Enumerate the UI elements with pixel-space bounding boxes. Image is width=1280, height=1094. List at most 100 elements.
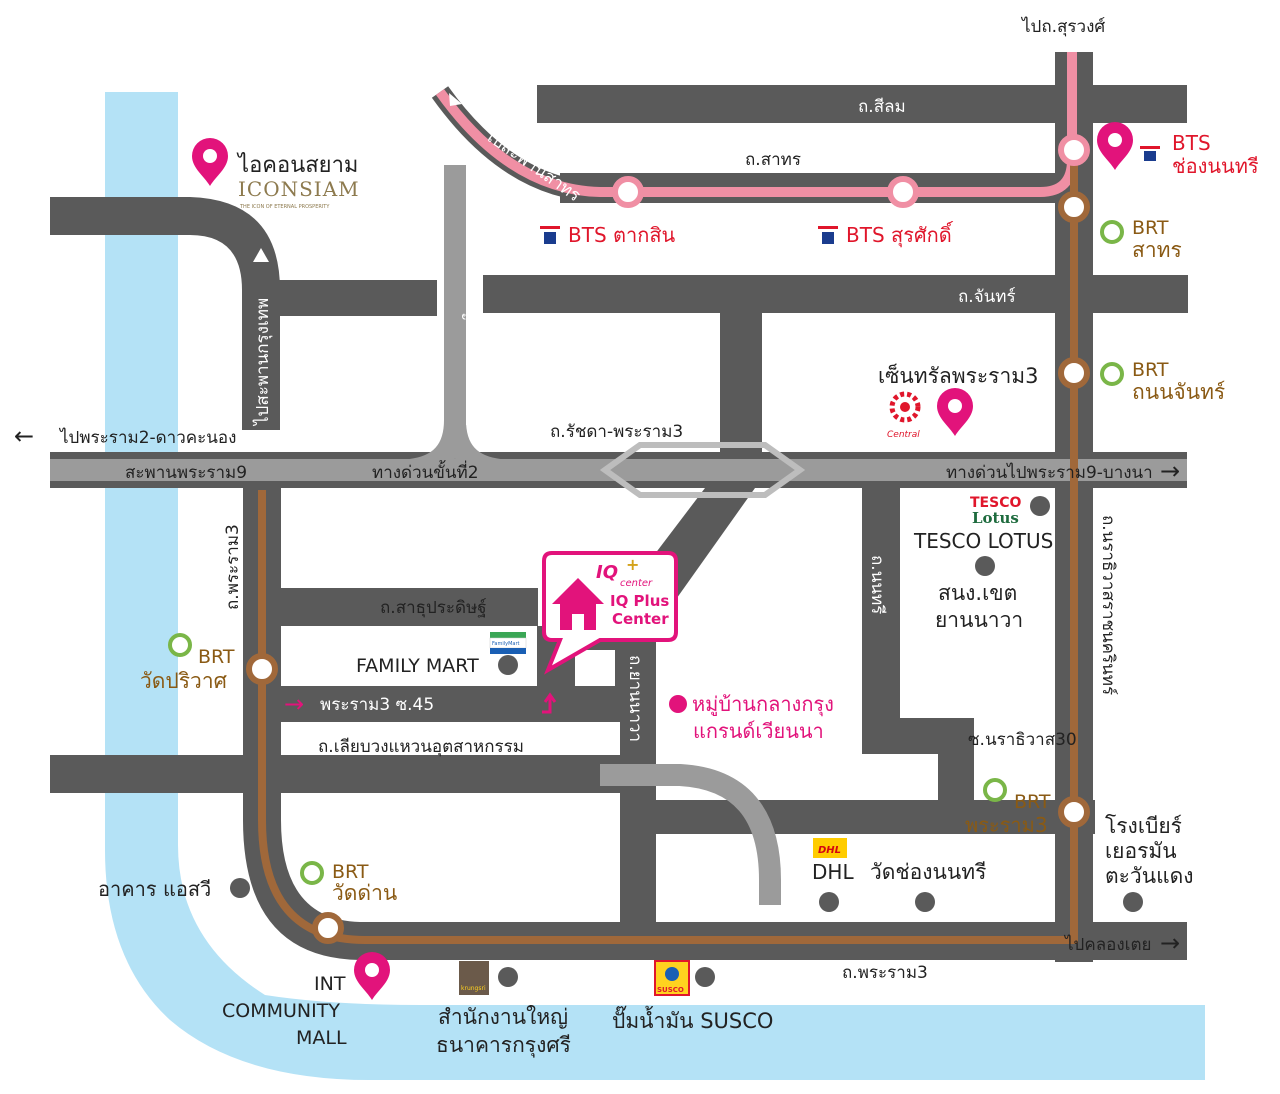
place-dot [230, 878, 250, 898]
brt-logo-icon [983, 778, 1007, 802]
place-dot [1123, 892, 1143, 912]
bts-taksin-label: BTS ตากสิน [568, 223, 676, 247]
family-mart-name: FAMILY MART [356, 655, 479, 677]
iq-logo-sub: center [620, 578, 653, 589]
brt-thanon-chan-line1: BRT [1132, 359, 1169, 381]
pin-icon [1097, 122, 1133, 170]
station-brt-thanon-chan [1058, 357, 1090, 389]
brt-sathorn-line1: BRT [1132, 217, 1169, 239]
label-rama9-bridge: สะพานพระราม9 [125, 463, 247, 483]
tesco-logo-line1: TESCO [970, 495, 1021, 511]
turn-arrow-icon [542, 692, 557, 714]
arrow-left-icon: ← [14, 422, 34, 450]
iq-plus-center: IQ + center IQ Plus Center [542, 551, 678, 675]
dhl-logo-text: DHL [818, 845, 841, 856]
arrow-right-icon: → [1160, 929, 1180, 957]
road-nara30 [620, 800, 1095, 834]
label-sathupradit: ถ.สาธุประดิษฐ์ [380, 598, 487, 618]
place-village: หมู่บ้านกลางกรุง แกรนด์เวียนนา [669, 692, 834, 743]
road-krungthep [50, 197, 280, 430]
brt-logo-icon [168, 633, 192, 657]
label-rama3-v: ถ.พระราม3 [223, 524, 243, 610]
village-line1: หมู่บ้านกลางกรุง [692, 692, 834, 717]
wat-chong-nonsi-name: วัดช่องนนทรี [870, 860, 986, 884]
brt-sathorn: BRT สาทร [1100, 217, 1182, 262]
bts-taksin: BTS ตากสิน [540, 223, 676, 247]
bts-direction-arrow [449, 93, 462, 106]
label-liap-wongwaen: ถ.เลียบวงแหวนอุตสาหกรรม [318, 737, 524, 757]
bts-logo-icon [540, 226, 560, 244]
bts-surasak-label: BTS สุรศักดิ์ [846, 220, 954, 248]
district-office-line1: สนง.เขต [938, 581, 1017, 605]
brewery-line2: เยอรมัน [1105, 839, 1177, 863]
int-mall-line2: COMMUNITY [222, 1000, 340, 1022]
susco-logo-text: SUSCO [657, 986, 684, 994]
river [105, 92, 1205, 1080]
place-dot [669, 695, 687, 713]
road-ratchada [720, 300, 762, 460]
iq-name-line1: IQ Plus [610, 592, 669, 610]
brewery-line1: โรงเบียร์ [1105, 814, 1182, 838]
place-dhl: DHL DHL วัดช่องนนทรี [812, 838, 986, 912]
susco-name: ปั๊มน้ำมัน SUSCO [612, 1005, 773, 1033]
label-ratchada-rama3: ถ.รัชดา-พระราม3 [550, 422, 683, 442]
central-logo-text: Central [887, 430, 920, 440]
arrow-krungthep [253, 248, 269, 262]
bts-chong-nonsi: BTS ช่องนนทรี [1140, 131, 1259, 178]
station-brt-sathorn [1058, 191, 1090, 223]
label-to-taksin-bridge: ไปสะพานสาทร [479, 124, 584, 206]
station-brt-wat-dan [312, 912, 344, 944]
label-to-rama2: ไปพระราม2-ดาวคะนอง [58, 427, 236, 448]
label-silom: ถ.สีลม [858, 97, 906, 117]
family-mart-logo-icon [489, 632, 527, 654]
brt-wat-pariwat: BRT วัดปริวาศ [140, 633, 235, 693]
road-chan-left [242, 280, 437, 316]
station-brt-rama3 [1058, 796, 1090, 828]
place-dot [498, 967, 518, 987]
iq-name-line2: Center [612, 610, 669, 628]
brt-wat-pariwat-line2: วัดปริวาศ [140, 669, 228, 693]
brt-rama3-line1: BRT [1014, 791, 1051, 813]
district-office-line2: ยานนาวา [935, 608, 1023, 632]
sv-building-name: อาคาร แอสวี [98, 877, 211, 901]
place-tesco: TESCO Lotus TESCO LOTUS สนง.เขต ยานนาวา [913, 495, 1053, 632]
brt-sathorn-line2: สาทร [1132, 238, 1182, 262]
place-dot [975, 556, 995, 576]
pin-icon [192, 138, 228, 186]
brt-wat-dan: BRT วัดด่าน [300, 861, 397, 905]
dhl-name: DHL [812, 860, 854, 884]
brt-wat-dan-line1: BRT [332, 861, 369, 883]
label-to-surawong: ไปถ.สุรวงศ์ [1020, 16, 1105, 37]
label-nonsi: ถ.นนทรี [867, 555, 887, 614]
int-mall-line1: INT [314, 973, 346, 995]
place-brewery: โรงเบียร์ เยอรมัน ตะวันแดง [1105, 814, 1194, 912]
label-expressway-rama9: ทางด่วนไปพระราม9-บางนา [946, 462, 1153, 483]
place-central: เซ็นทรัลพระราม3 Central [878, 362, 1038, 440]
place-sv-building: อาคาร แอสวี [98, 877, 250, 901]
place-dot [695, 967, 715, 987]
expressways [50, 165, 1187, 905]
tesco-logo-line2: Lotus [972, 509, 1019, 527]
brt-wat-pariwat-line1: BRT [198, 646, 235, 668]
tesco-name: TESCO LOTUS [913, 529, 1053, 553]
bts-logo-icon [818, 226, 838, 244]
road-arrows [253, 248, 269, 262]
road-sathupradit [243, 588, 538, 626]
brt-wat-dan-line2: วัดด่าน [332, 881, 397, 905]
iconsiam-logo: ICONSIAM [238, 177, 360, 201]
central-logo-icon [889, 391, 921, 423]
krungsri-line2: ธนาคารกรุงศรี [436, 1033, 571, 1058]
iconsiam-name: ไอคอนสยาม [236, 152, 358, 178]
label-to-chaloem: ไปเจริญวัฒนะ [461, 260, 482, 366]
station-bts-taksin [612, 176, 644, 208]
label-to-khlong-toei: ไปคลองเตย [1063, 934, 1151, 955]
village-line2: แกรนด์เวียนนา [693, 719, 824, 743]
krungsri-logo-text: krungsri [461, 985, 486, 992]
place-family-mart: FamilyMart FAMILY MART [356, 632, 527, 677]
label-to-krungthep-bridge: ไปสะพานกรุงเทพ [252, 298, 273, 427]
road-wongwaen [50, 755, 620, 793]
expressway-junction [599, 442, 806, 498]
bts-chong-nonsi-line1: BTS [1172, 131, 1211, 155]
family-mart-logo-text: FamilyMart [492, 641, 520, 647]
